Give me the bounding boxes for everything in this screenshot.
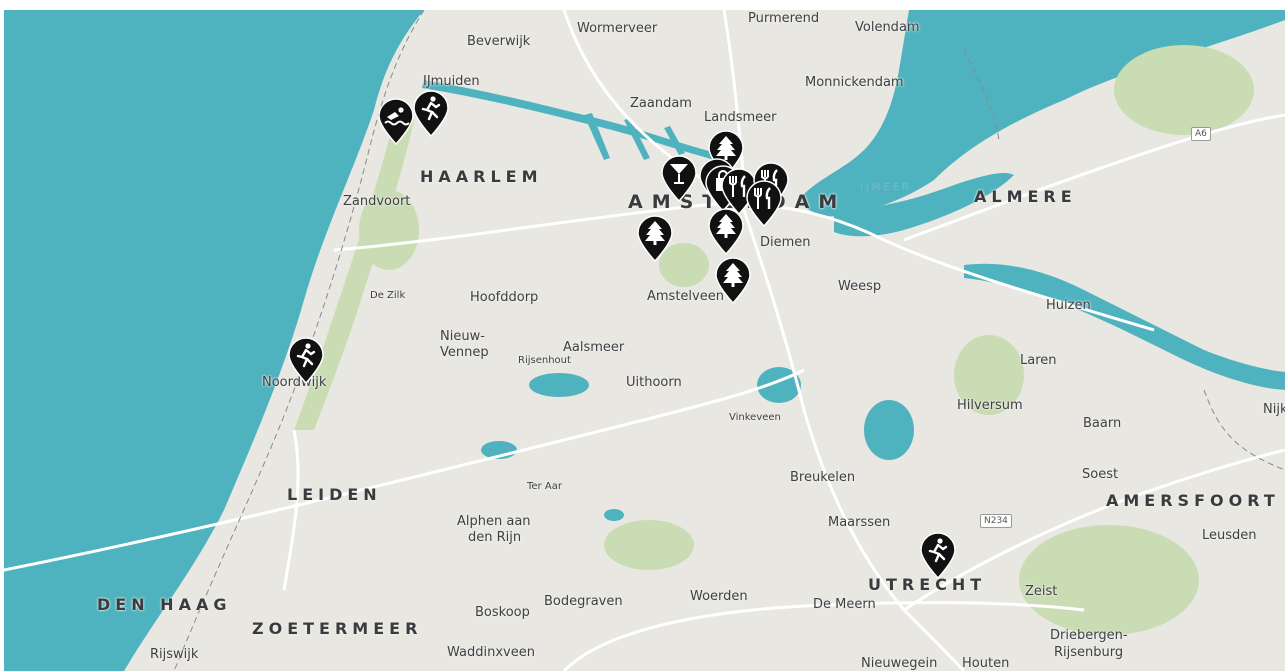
harbour-basins bbox=[584, 113, 685, 160]
label-almere: ALMERE bbox=[974, 187, 1077, 206]
label-zoetermeer: ZOETERMEER bbox=[252, 619, 423, 638]
label-zandvoort: Zandvoort bbox=[343, 194, 411, 209]
tree-icon bbox=[708, 208, 744, 256]
label-uithoorn: Uithoorn bbox=[626, 375, 682, 390]
tree-icon bbox=[637, 215, 673, 263]
map-marker-hiking-noordwijk[interactable] bbox=[287, 337, 325, 385]
label-nijkerk: Nijk bbox=[1263, 402, 1285, 417]
label-rijswijk: Rijswijk bbox=[150, 647, 199, 662]
label-zeist: Zeist bbox=[1025, 584, 1058, 599]
label-wormerveer: Wormerveer bbox=[577, 21, 658, 36]
amsterdamse-bos bbox=[659, 243, 709, 287]
label-huizen: Huizen bbox=[1046, 298, 1091, 313]
road-shield-a6: A6 bbox=[1191, 127, 1211, 141]
map-marker-hiking-ijmuiden[interactable] bbox=[412, 90, 450, 138]
restaurant-icon bbox=[746, 180, 782, 228]
goois-green bbox=[954, 335, 1024, 415]
label-utrecht: UTRECHT bbox=[868, 575, 987, 594]
hiker-icon bbox=[288, 337, 324, 385]
label-beverwijk: Beverwijk bbox=[467, 34, 531, 49]
label-alphen-line2: den Rijn bbox=[468, 530, 522, 545]
map-marker-park-west[interactable] bbox=[636, 215, 674, 263]
utrechtse-heuvelrug bbox=[1019, 525, 1199, 635]
loosdrechtse-plassen bbox=[864, 400, 914, 460]
label-purmerend: Purmerend bbox=[748, 11, 820, 26]
label-nieuwegein: Nieuwegein bbox=[861, 656, 938, 671]
label-leusden: Leusden bbox=[1202, 528, 1257, 543]
map-marker-restaurant-2[interactable] bbox=[745, 180, 783, 228]
map-marker-cocktail-bar[interactable] bbox=[660, 155, 698, 203]
label-amstelveen: Amstelveen bbox=[647, 289, 724, 304]
label-aalsmeer: Aalsmeer bbox=[563, 340, 625, 355]
label-boskoop: Boskoop bbox=[475, 605, 530, 620]
label-de-meern: De Meern bbox=[813, 597, 876, 612]
label-laren: Laren bbox=[1020, 353, 1057, 368]
label-vinkeveen: Vinkeveen bbox=[729, 412, 781, 423]
province-borders bbox=[173, 10, 1285, 671]
map-base-layer bbox=[4, 10, 1285, 671]
road-shield-n234: N234 bbox=[980, 514, 1012, 528]
label-maarssen: Maarssen bbox=[828, 515, 891, 530]
hiker-icon bbox=[413, 90, 449, 138]
label-den-haag: DEN HAAG bbox=[97, 595, 232, 614]
label-de-zilk: De Zilk bbox=[370, 290, 406, 301]
label-nieuw-vennep-line2: Vennep bbox=[440, 345, 489, 360]
label-driebergen-line1: Driebergen- bbox=[1050, 628, 1128, 643]
label-woerden: Woerden bbox=[690, 589, 748, 604]
label-volendam: Volendam bbox=[855, 20, 920, 35]
label-baarn: Baarn bbox=[1083, 416, 1122, 431]
map-marker-hiking-utrecht[interactable] bbox=[919, 532, 957, 580]
swimmer-icon bbox=[378, 98, 414, 146]
roads bbox=[4, 10, 1285, 671]
label-hilversum: Hilversum bbox=[957, 398, 1023, 413]
green-area-south bbox=[604, 520, 694, 570]
label-haarlem: HAARLEM bbox=[420, 167, 543, 186]
map-viewport[interactable]: Beverwijk Wormerveer Purmerend Volendam … bbox=[4, 10, 1285, 671]
label-ijmeer: IJMEER bbox=[860, 182, 913, 193]
map-marker-park-amstelveen[interactable] bbox=[714, 257, 752, 305]
label-leiden: LEIDEN bbox=[287, 485, 382, 504]
label-houten: Houten bbox=[962, 656, 1010, 671]
label-breukelen: Breukelen bbox=[790, 470, 856, 485]
hiker-icon bbox=[920, 532, 956, 580]
markermeer bbox=[799, 10, 1285, 217]
label-bodegraven: Bodegraven bbox=[544, 594, 623, 609]
label-zaandam: Zaandam bbox=[630, 96, 692, 111]
nieuwkoopse-plassen bbox=[604, 509, 624, 521]
gooimeer bbox=[964, 263, 1285, 390]
westeinderplassen bbox=[529, 373, 589, 397]
label-ijmuiden: IJmuiden bbox=[423, 74, 480, 89]
label-soest: Soest bbox=[1082, 467, 1119, 482]
green-area-ne bbox=[1114, 45, 1254, 135]
ijmeer bbox=[834, 173, 1014, 237]
tree-icon bbox=[715, 257, 751, 305]
label-amersfoort: AMERSFOORT bbox=[1106, 491, 1280, 510]
label-landsmeer: Landsmeer bbox=[704, 110, 777, 125]
label-hoofddorp: Hoofddorp bbox=[470, 290, 539, 305]
label-ter-aar: Ter Aar bbox=[527, 481, 562, 492]
noordzeekanaal bbox=[422, 80, 724, 162]
label-driebergen-line2: Rijsenburg bbox=[1054, 645, 1124, 660]
label-diemen: Diemen bbox=[760, 235, 811, 250]
label-alphen-line1: Alphen aan bbox=[457, 514, 531, 529]
cocktail-icon bbox=[661, 155, 697, 203]
label-waddinxveen: Waddinxveen bbox=[447, 645, 535, 660]
label-rijsenhout: Rijsenhout bbox=[518, 355, 571, 366]
kennemerduinen bbox=[359, 190, 419, 270]
map-marker-swimming[interactable] bbox=[377, 98, 415, 146]
label-nieuw-vennep-line1: Nieuw- bbox=[440, 329, 485, 344]
north-sea bbox=[4, 10, 424, 671]
label-monnickendam: Monnickendam bbox=[805, 75, 904, 90]
label-weesp: Weesp bbox=[838, 279, 882, 294]
map-marker-park-center[interactable] bbox=[707, 208, 745, 256]
